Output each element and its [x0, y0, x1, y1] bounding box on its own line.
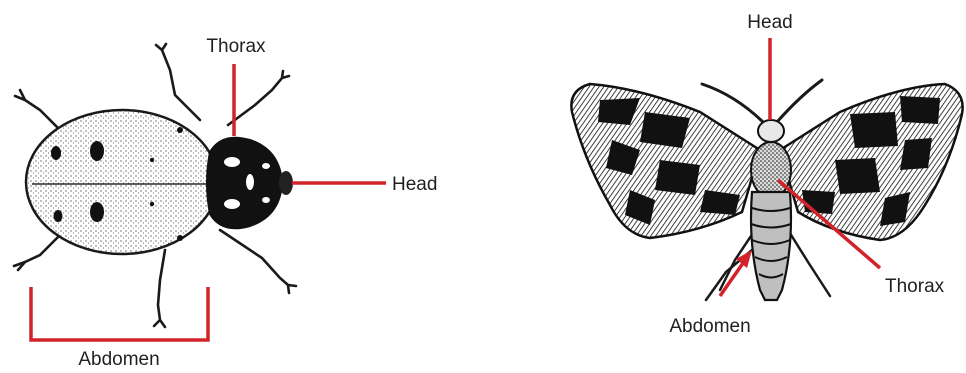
- beetle-thorax-label: Thorax: [206, 36, 266, 57]
- moth-illustration: [571, 80, 962, 300]
- moth-antennae: [702, 80, 822, 122]
- beetle-abdomen-bracket: [31, 287, 208, 340]
- moth-head: [758, 120, 784, 142]
- moth-thorax: [751, 142, 791, 198]
- beetle-thorax: [207, 138, 282, 229]
- moth-head-label: Head: [747, 12, 792, 33]
- beetle-abdomen-label: Abdomen: [78, 349, 159, 370]
- beetle-elytra: [26, 110, 218, 254]
- beetle-illustration: [14, 44, 296, 327]
- beetle-head: [279, 171, 293, 195]
- beetle-head-label: Head: [392, 174, 437, 195]
- moth-abdomen: [751, 192, 791, 300]
- moth-abdomen-label: Abdomen: [669, 316, 750, 337]
- moth-thorax-label: Thorax: [885, 276, 945, 297]
